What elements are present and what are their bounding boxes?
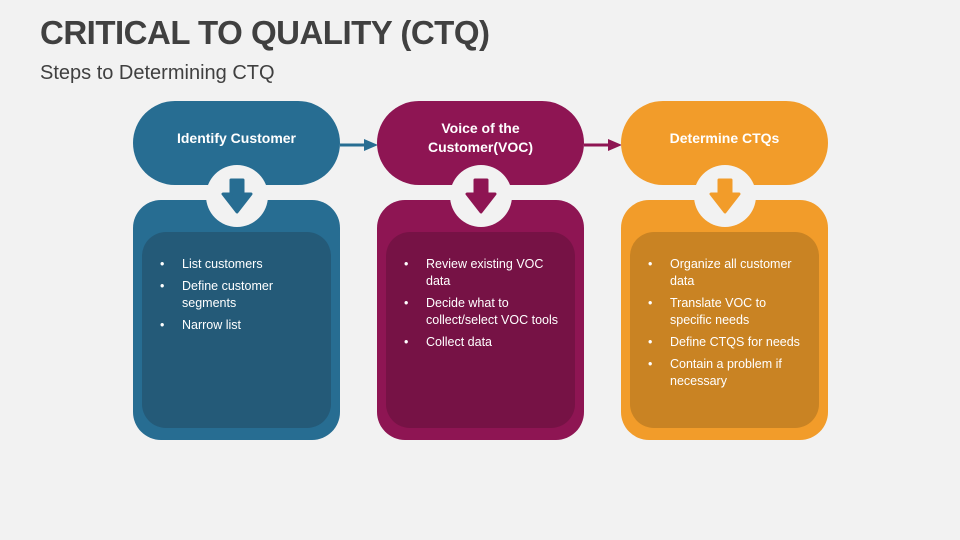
step-list: Organize all customer data Translate VOC… <box>644 256 809 390</box>
step-list: List customers Define customer segments … <box>156 256 321 334</box>
step-identify-customer: List customers Define customer segments … <box>133 101 340 441</box>
step-content: Review existing VOC data Decide what to … <box>386 232 575 428</box>
list-item: List customers <box>156 256 321 273</box>
down-arrow-icon <box>450 165 512 227</box>
step-content: List customers Define customer segments … <box>142 232 331 428</box>
down-arrow-icon <box>206 165 268 227</box>
step-body: List customers Define customer segments … <box>133 200 340 440</box>
list-item: Define CTQS for needs <box>644 334 809 351</box>
list-item: Narrow list <box>156 317 321 334</box>
step-determine-ctqs: Organize all customer data Translate VOC… <box>621 101 828 441</box>
list-item: Contain a problem if necessary <box>644 356 809 390</box>
page-title: CRITICAL TO QUALITY (CTQ) <box>40 14 490 51</box>
list-item: Define customer segments <box>156 278 321 312</box>
right-arrow-icon <box>340 139 378 151</box>
step-voice-of-customer: Review existing VOC data Decide what to … <box>377 101 584 441</box>
step-body: Organize all customer data Translate VOC… <box>621 200 828 440</box>
list-item: Translate VOC to specific needs <box>644 295 809 329</box>
step-content: Organize all customer data Translate VOC… <box>630 232 819 428</box>
list-item: Decide what to collect/select VOC tools <box>400 295 565 329</box>
page-subtitle: Steps to Determining CTQ <box>40 62 275 84</box>
list-item: Organize all customer data <box>644 256 809 290</box>
list-item: Collect data <box>400 334 565 351</box>
step-list: Review existing VOC data Decide what to … <box>400 256 565 351</box>
right-arrow-icon <box>584 139 622 151</box>
list-item: Review existing VOC data <box>400 256 565 290</box>
down-arrow-icon <box>694 165 756 227</box>
step-body: Review existing VOC data Decide what to … <box>377 200 584 440</box>
